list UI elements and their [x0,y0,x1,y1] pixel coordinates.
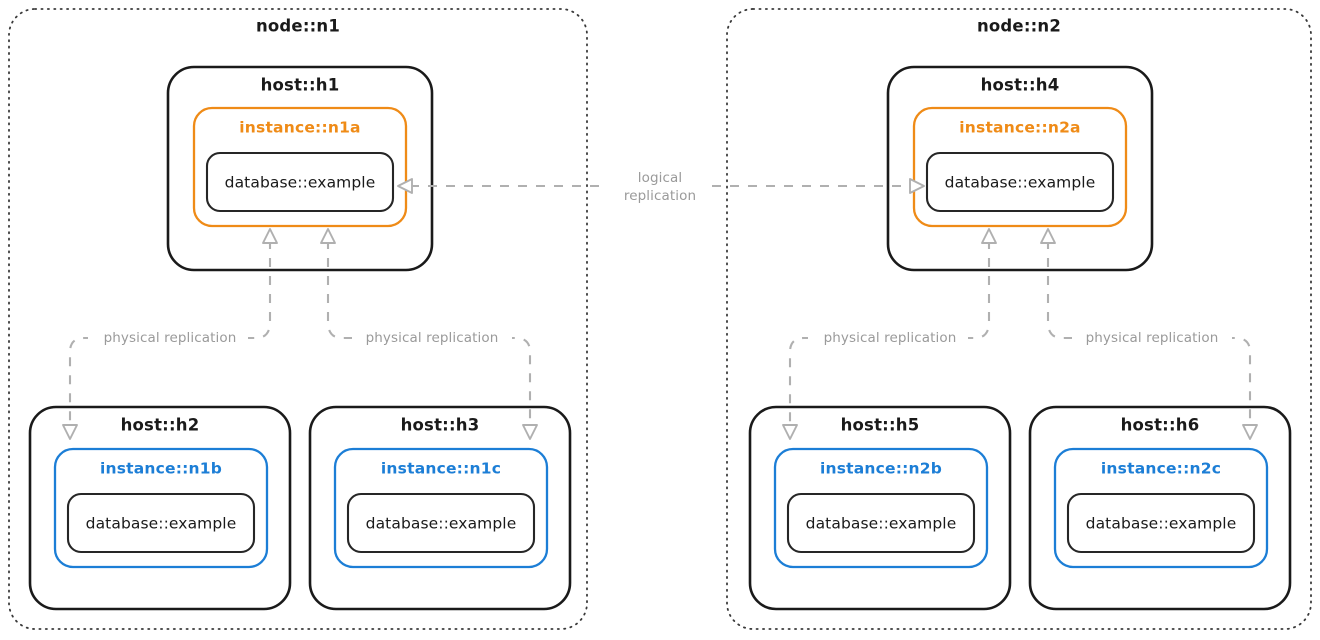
host-label-h6: host::h6 [1121,416,1200,435]
node-label-n2: node::n2 [977,17,1061,36]
edge-label-bg-h1-h3 [352,327,512,346]
edge-physical-h4-h6: physical replication [1040,228,1258,440]
arrowhead-right-logical [909,178,925,194]
edge-label-bg-h4-h6 [1072,327,1232,346]
node-label-n1: node::n1 [256,17,340,36]
node-boundary-n2 [726,8,1312,630]
host-group-h4[interactable]: host::h4 instance::n2a database::example [886,65,1154,272]
edge-label-h4-h5: physical replication [824,330,957,346]
instance-label-n1c: instance::n1c [381,460,501,478]
database-label-h5: database::example [806,515,957,533]
database-label-h6: database::example [1086,515,1237,533]
instance-label-n1b: instance::n1b [100,460,222,478]
host-group-h2[interactable]: host::h2 instance::n1b database::example [28,405,292,611]
node-group-n2[interactable]: node::n2 host::h4 instance::n2a database… [726,8,1312,630]
host-group-h1[interactable]: host::h1 instance::n1a database::example [166,65,434,272]
arrowhead-down-h5 [782,424,798,440]
node-boundary-n1 [8,8,588,630]
host-group-h6[interactable]: host::h6 instance::n2c database::example [1028,405,1292,611]
edge-physical-h1-h2: physical replication [62,228,278,440]
logical-label-bg [608,168,712,206]
edge-physical-h4-h5: physical replication [782,228,997,440]
database-label-h4: database::example [945,174,1096,192]
database-box-h6 [1066,492,1256,554]
host-group-h5[interactable]: host::h5 instance::n2b database::example [748,405,1012,611]
database-label-h3: database::example [366,515,517,533]
instance-label-n2b: instance::n2b [820,460,942,478]
arrowhead-up-h4-right [1040,228,1056,244]
host-label-h5: host::h5 [841,416,920,435]
host-label-h3: host::h3 [401,416,480,435]
arrowhead-up-h1-right [320,228,336,244]
database-box-h5 [786,492,976,554]
database-label-h2: database::example [86,515,237,533]
instance-label-n1a: instance::n1a [239,119,360,137]
instance-label-n2c: instance::n2c [1101,460,1221,478]
logical-label-line2: replication [624,188,696,204]
edge-label-bg-h4-h5 [808,327,968,346]
database-label-h1: database::example [225,174,376,192]
arrowhead-down-h6 [1242,424,1258,440]
arrowhead-up-h4-left [981,228,997,244]
database-box-h1 [205,151,395,213]
edge-label-h1-h3: physical replication [366,330,499,346]
host-label-h2: host::h2 [121,416,200,435]
edge-label-bg-h1-h2 [88,327,248,346]
host-group-h3[interactable]: host::h3 instance::n1c database::example [308,405,572,611]
database-box-h4 [925,151,1115,213]
instance-label-n2a: instance::n2a [959,119,1080,137]
edge-label-h1-h2: physical replication [104,330,237,346]
database-box-h3 [346,492,536,554]
edge-logical-replication: logical replication [397,168,925,206]
node-group-n1[interactable]: node::n1 host::h1 instance::n1a database… [8,8,588,630]
edge-label-h4-h6: physical replication [1086,330,1219,346]
arrowhead-up-h1-left [262,228,278,244]
database-box-h2 [66,492,256,554]
logical-label-line1: logical [638,170,682,186]
arrowhead-left-logical [397,178,413,194]
host-label-h4: host::h4 [981,76,1060,95]
edge-physical-h1-h3: physical replication [320,228,538,440]
host-label-h1: host::h1 [261,76,340,95]
arrowhead-down-h3 [522,424,538,440]
arrowhead-down-h2 [62,424,78,440]
